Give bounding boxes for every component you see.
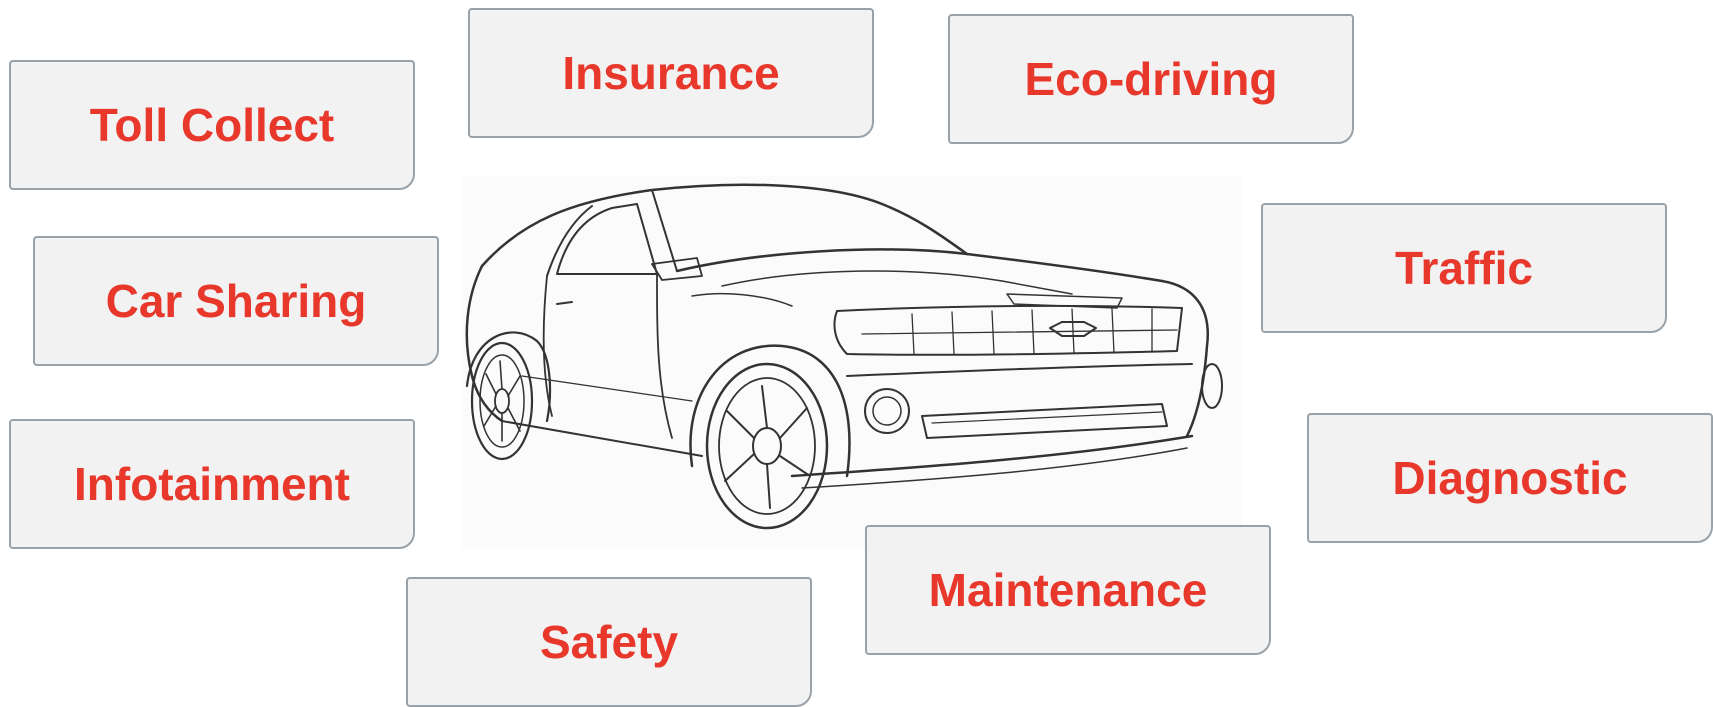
traffic-label: Traffic <box>1394 242 1534 294</box>
infotainment-box: Infotainment <box>9 419 415 549</box>
insurance-box: Insurance <box>468 8 874 138</box>
car-illustration <box>462 176 1242 548</box>
maintenance-label: Maintenance <box>928 564 1208 616</box>
infotainment-label: Infotainment <box>74 458 350 510</box>
safety-box: Safety <box>406 577 812 707</box>
diagnostic-box: Diagnostic <box>1307 413 1713 543</box>
insurance-label: Insurance <box>562 47 780 99</box>
diagnostic-label: Diagnostic <box>1392 452 1628 504</box>
toll-collect-label: Toll Collect <box>89 99 335 151</box>
eco-driving-label: Eco-driving <box>1024 53 1278 105</box>
car-sharing-box: Car Sharing <box>33 236 439 366</box>
traffic-box: Traffic <box>1261 203 1667 333</box>
toll-collect-box: Toll Collect <box>9 60 415 190</box>
car-sharing-label: Car Sharing <box>105 275 367 327</box>
eco-driving-box: Eco-driving <box>948 14 1354 144</box>
safety-label: Safety <box>539 616 679 668</box>
maintenance-box: Maintenance <box>865 525 1271 655</box>
